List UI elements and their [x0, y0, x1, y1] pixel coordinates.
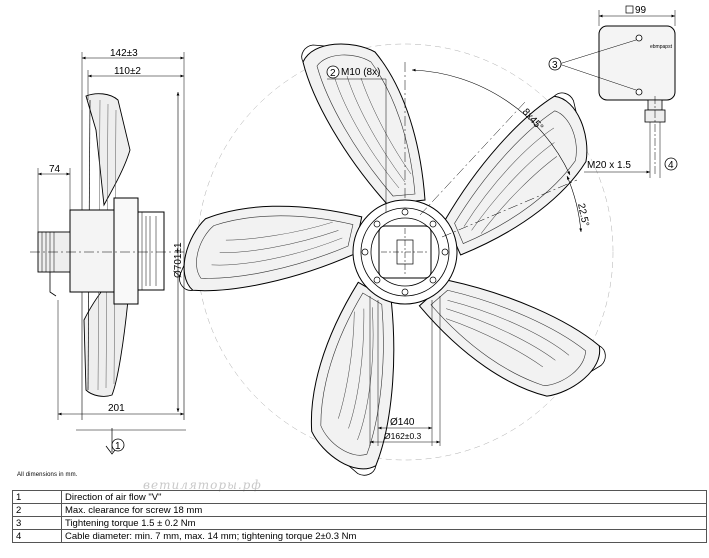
callout-4	[664, 157, 678, 171]
legend-text: Cable diameter: min. 7 mm, max. 14 mm; t…	[61, 529, 707, 543]
callout-2	[326, 65, 340, 79]
legend-text: Direction of air flow "V"	[61, 490, 707, 504]
dim-side-offset: 74	[49, 164, 61, 175]
legend-num: 4	[12, 529, 62, 543]
callout-2-label: 2	[330, 68, 336, 79]
legend-table: 1 Direction of air flow "V" 2 Max. clear…	[12, 490, 707, 543]
dim-side-depth: 201	[108, 403, 125, 414]
dim-box-width: 99	[635, 5, 647, 16]
dim-side-body: 110±2	[114, 66, 141, 77]
brand-mark: ebmpapst	[650, 44, 673, 50]
watermark: ветиляторы.рф	[143, 478, 262, 492]
legend-row: 3 Tightening torque 1.5 ± 0.2 Nm	[12, 516, 707, 530]
side-view: 142±3 110±2 74 201 Ø701±1 1	[30, 48, 186, 455]
front-view: 8x45° 22.5° 2 M10 (8x) Ø140 Ø162±0.3	[174, 43, 614, 482]
legend-num: 2	[12, 503, 62, 517]
callout-4-label: 4	[668, 160, 674, 171]
dim-cable-gland: M20 x 1.5	[587, 160, 631, 171]
callout-1-label: 1	[115, 441, 121, 452]
legend-row: 2 Max. clearance for screw 18 mm	[12, 503, 707, 517]
legend-num: 3	[12, 516, 62, 530]
legend-text: Max. clearance for screw 18 mm	[61, 503, 707, 517]
dim-bolt-outer: Ø162±0.3	[384, 431, 422, 441]
dim-side-overall: 142±3	[110, 48, 138, 59]
legend-text: Tightening torque 1.5 ± 0.2 Nm	[61, 516, 707, 530]
units-note: All dimensions in mm.	[17, 472, 78, 478]
legend-row: 1 Direction of air flow "V"	[12, 490, 707, 504]
dim-angle-offset: 22.5°	[575, 202, 591, 227]
terminal-box-view: ebmpapst 99 3 M20 x 1.5 4	[548, 5, 678, 178]
dim-bolt-inner: Ø140	[390, 417, 415, 428]
legend-num: 1	[12, 490, 62, 504]
callout-3	[548, 57, 562, 71]
dim-thread: M10 (8x)	[341, 67, 380, 78]
dim-diameter: Ø701±1	[173, 242, 184, 278]
technical-drawing: 142±3 110±2 74 201 Ø701±1 1	[30, 5, 678, 482]
callout-1	[111, 438, 125, 452]
legend-row: 4 Cable diameter: min. 7 mm, max. 14 mm;…	[12, 529, 707, 543]
callout-3-label: 3	[552, 60, 558, 71]
